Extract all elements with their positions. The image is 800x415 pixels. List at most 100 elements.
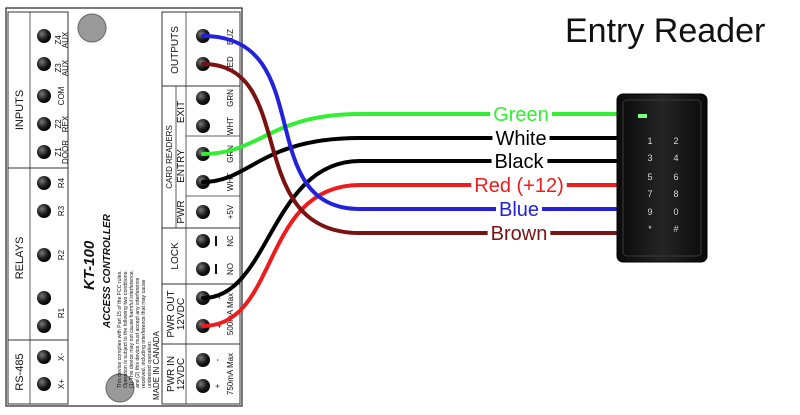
svg-text:This device complies with Part: This device complies with Part 15 of the… (117, 270, 123, 388)
svg-text:R3: R3 (57, 205, 66, 216)
made-in-label: MADE IN CANADA (152, 330, 161, 400)
wire-label-2: Black (495, 151, 545, 173)
svg-text:750mA Max: 750mA Max (226, 353, 235, 395)
screw-terminal-left-1 (37, 57, 51, 71)
model-name: KT-100 (81, 240, 98, 290)
wire-0 (201, 112, 622, 156)
key-6: 7 (647, 189, 652, 199)
svg-text:undesired operation.: undesired operation. (147, 341, 153, 388)
wire-3 (201, 183, 622, 328)
svg-text:WHT: WHT (226, 117, 235, 135)
relays-label: RELAYS (14, 237, 26, 280)
wire-label-5: Brown (491, 223, 548, 245)
wire-label-bg-5 (487, 224, 551, 244)
screw-terminal-left-4 (37, 145, 51, 159)
screw-terminal-left-10 (37, 350, 51, 364)
wire-label-4: Blue (499, 199, 539, 221)
inputs-terminal-labels: Z4 AUX Z3 AUX COM Z2 REX Z1 DOOR (54, 31, 70, 164)
key-8: 9 (647, 207, 652, 217)
pwr-label: PWR (176, 200, 187, 223)
svg-text:NC: NC (226, 235, 235, 247)
svg-text:Z3: Z3 (54, 63, 63, 73)
key-7: 8 (673, 189, 678, 199)
screw-terminal-right-3 (196, 119, 210, 133)
wire-label-0: Green (493, 104, 549, 126)
reader-body (616, 93, 708, 263)
wire-1 (201, 136, 622, 184)
screw-terminal-right-8 (196, 262, 210, 276)
svg-text:GRN: GRN (226, 89, 235, 107)
svg-text:COM: COM (57, 86, 66, 105)
screw-terminal-left-5 (37, 176, 51, 190)
pwr-in-label: PWR IN (166, 356, 177, 392)
screw-terminal-right-11 (196, 353, 210, 367)
inputs-label: INPUTS (14, 90, 26, 130)
svg-text:-: - (215, 296, 224, 299)
page-title: Entry Reader (565, 12, 765, 50)
wire-label-bg-4 (495, 200, 543, 220)
screw-terminal-left-9 (37, 319, 51, 333)
screw-terminal-right-12 (196, 379, 210, 393)
svg-text:R1: R1 (57, 307, 66, 318)
key-0: 1 (647, 136, 652, 146)
entry-label: ENTRY (176, 149, 187, 183)
svg-text:R2: R2 (57, 249, 66, 260)
reader-led-icon (638, 114, 647, 118)
svg-text:+: + (213, 383, 222, 388)
key-3: 4 (673, 153, 678, 163)
svg-text:LED: LED (226, 56, 235, 72)
screw-terminal-left-11 (37, 377, 51, 391)
wire-5 (201, 62, 622, 235)
svg-text:received, including interferen: received, including interference that ma… (141, 279, 147, 388)
svg-text:REX: REX (61, 115, 70, 132)
relay-labels: R4 R3 R2 R1 (57, 177, 66, 318)
lock-label: LOCK (170, 242, 181, 270)
key-9: 0 (673, 207, 678, 217)
screw-terminal-left-8 (37, 291, 51, 305)
wire-label-bg-2 (491, 152, 548, 172)
pwr-out-voltage: 12VDC (176, 298, 187, 330)
screw-terminal-right-7 (196, 234, 210, 248)
pwr-in-voltage: 12VDC (176, 358, 187, 390)
svg-text:Z4: Z4 (54, 35, 63, 45)
screw-terminal-right-2 (196, 91, 210, 105)
mounting-hole-bottom (105, 373, 135, 403)
svg-text:and (2) this device must accep: and (2) this device must accept any inte… (135, 277, 141, 388)
pwr-out-label: PWR OUT (166, 290, 177, 337)
svg-text:500mA Max: 500mA Max (226, 293, 235, 335)
wire-label-bg-1 (492, 129, 550, 149)
rs485-terminal-labels: X- X+ (57, 353, 66, 389)
outputs-label: OUTPUTS (170, 26, 181, 74)
fcc-notice: This device complies with Part 15 of the… (117, 270, 153, 388)
key-2: 3 (647, 153, 652, 163)
wires (201, 34, 622, 328)
wire-label-3: Red (+12) (474, 175, 564, 197)
svg-text:R4: R4 (57, 177, 66, 188)
svg-text:NO: NO (226, 263, 235, 275)
svg-text:AUX: AUX (61, 59, 70, 76)
screw-terminal-left-0 (37, 29, 51, 43)
controller-name: ACCESS CONTROLLER (102, 213, 113, 329)
svg-text:Z2: Z2 (54, 119, 63, 129)
wire-label-bg-3 (471, 176, 567, 196)
wire-label-bg-0 (490, 105, 552, 125)
svg-text:WHT: WHT (226, 173, 235, 191)
svg-text:-: - (213, 358, 222, 361)
terminal-screws (37, 29, 210, 393)
svg-text:BUZ: BUZ (226, 29, 235, 45)
screw-terminal-left-6 (37, 204, 51, 218)
svg-text:GRN: GRN (226, 145, 235, 163)
svg-text:Operation is subject to the fo: Operation is subject to the following tw… (123, 270, 129, 388)
right-terminal-labels: BUZ LED GRN WHT GRN WHT +5V NC NO - + 50… (213, 29, 235, 395)
svg-text:X+: X+ (57, 379, 66, 389)
mounting-hole-top (77, 13, 107, 43)
screw-terminal-left-2 (37, 89, 51, 103)
exit-label: EXIT (176, 101, 187, 123)
screw-terminal-left-7 (37, 248, 51, 262)
card-readers-label: CARD READERS (165, 125, 174, 189)
svg-text:Z1: Z1 (54, 147, 63, 157)
left-terminal-frame (7, 11, 69, 405)
